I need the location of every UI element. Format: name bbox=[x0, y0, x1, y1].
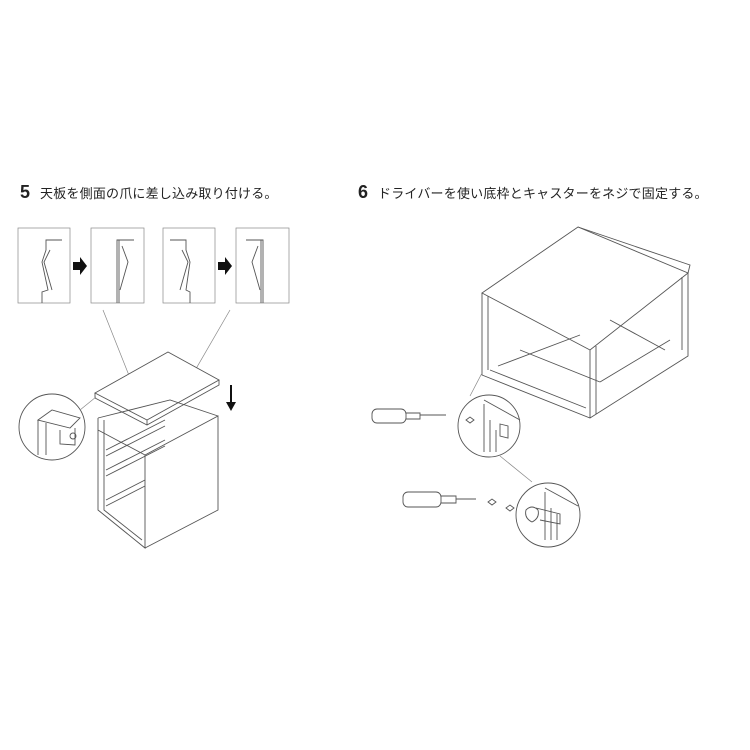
step-5-caption: 5 天板を側面の爪に差し込み取り付ける。 bbox=[20, 182, 278, 203]
screwdriver-2 bbox=[402, 491, 476, 508]
step-number: 5 bbox=[20, 182, 31, 202]
screwdriver-1 bbox=[371, 408, 446, 424]
step-6-caption: 6 ドライバーを使い底枠とキャスターをネジで固定する。 bbox=[358, 182, 708, 203]
step5-detail-panels bbox=[17, 227, 290, 304]
step-text: 天板を側面の爪に差し込み取り付ける。 bbox=[40, 187, 278, 202]
step-text: ドライバーを使い底枠とキャスターをネジで固定する。 bbox=[378, 187, 708, 202]
step-number: 6 bbox=[358, 182, 369, 202]
